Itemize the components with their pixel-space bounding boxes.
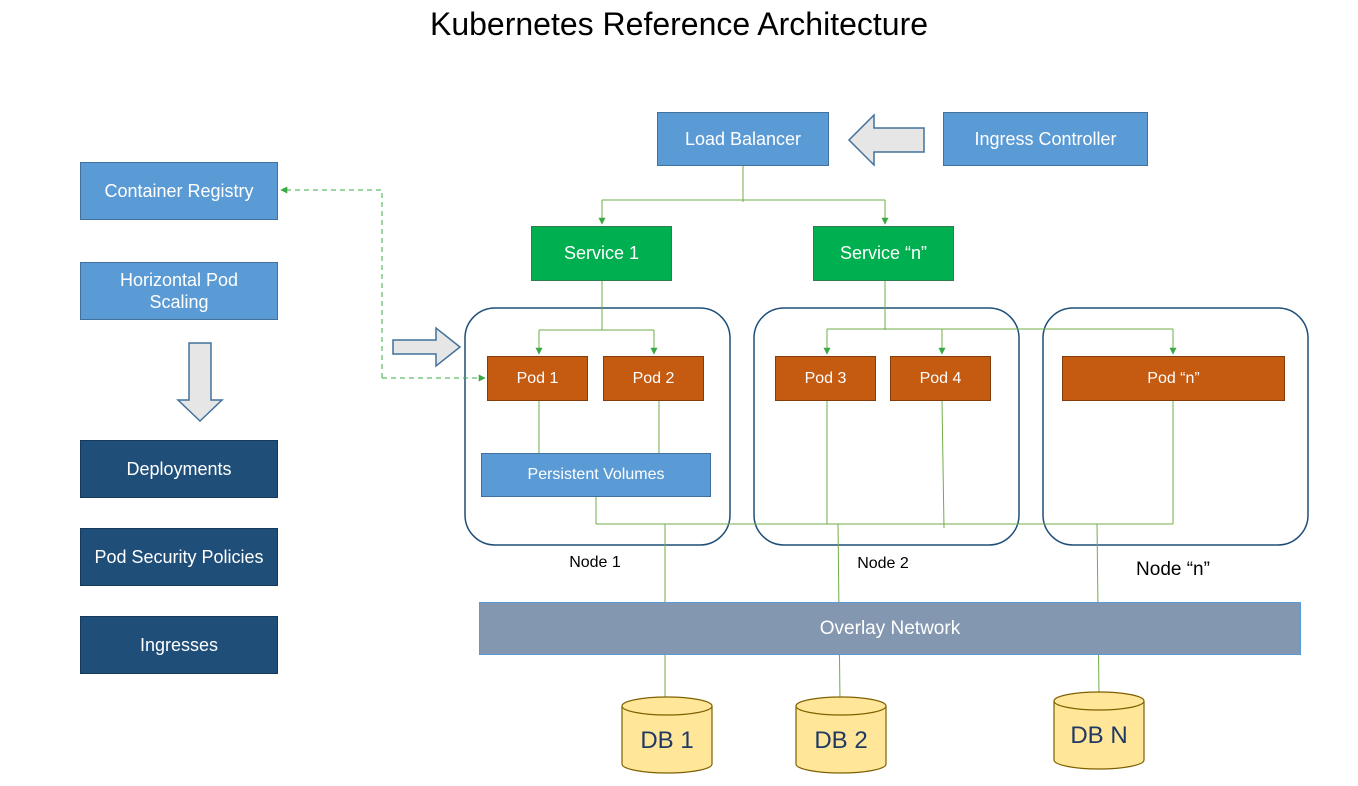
load-balancer-box: Load Balancer: [657, 112, 829, 166]
service-n-to-pods-connector: [823, 281, 1177, 355]
left-arrow-icon: [847, 113, 925, 167]
horizontal-pod-scaling-box: Horizontal Pod Scaling: [80, 262, 278, 320]
pod-n-label: Pod “n”: [1147, 369, 1200, 387]
down-arrow-icon: [176, 342, 224, 423]
node-2-label: Node 2: [857, 555, 909, 572]
persistent-volumes-label: Persistent Volumes: [527, 466, 665, 483]
registry-to-pod-dashed-connector: [280, 186, 486, 382]
pod-1-label: Pod 1: [516, 369, 559, 387]
pod-1-box: Pod 1: [487, 356, 588, 401]
node-1-label: Node 1: [569, 554, 621, 571]
pod-4-box: Pod 4: [890, 356, 991, 401]
container-registry-box: Container Registry: [80, 162, 278, 220]
pod-2-box: Pod 2: [603, 356, 704, 401]
ingresses-label: Ingresses: [139, 634, 219, 655]
pods-to-storage-connector: [538, 400, 1174, 529]
db-1-label: DB 1: [640, 727, 694, 754]
horizontal-pod-scaling-label-line2: Scaling: [149, 292, 209, 312]
pod-4-label: Pod 4: [919, 369, 962, 387]
node-n-label: Node “n”: [1136, 559, 1210, 580]
pod-n-box: Pod “n”: [1062, 356, 1285, 401]
service-1-to-pods-connector: [535, 281, 658, 355]
pod-2-label: Pod 2: [632, 369, 675, 387]
service-1-label: Service 1: [563, 243, 640, 264]
overlay-network-bar: Overlay Network: [479, 602, 1301, 655]
diagram-title: Kubernetes Reference Architecture: [429, 6, 929, 42]
db-2-cylinder: [795, 696, 887, 774]
db-1-cylinder: [621, 696, 713, 774]
ingress-controller-box: Ingress Controller: [943, 112, 1148, 166]
ingresses-box: Ingresses: [80, 616, 278, 674]
service-n-box: Service “n”: [813, 226, 954, 281]
db-2-label: DB 2: [814, 727, 868, 754]
node-n-container: [1042, 307, 1309, 546]
pod-3-label: Pod 3: [804, 369, 847, 387]
deployments-label: Deployments: [126, 458, 232, 479]
overlay-network-label: Overlay Network: [819, 617, 961, 639]
node-1-container: [464, 307, 731, 546]
right-arrow-icon: [392, 326, 462, 368]
load-balancer-to-services-connector: [598, 166, 889, 225]
db-n-cylinder: [1053, 691, 1145, 770]
persistent-volumes-box: Persistent Volumes: [481, 453, 711, 497]
deployments-box: Deployments: [80, 440, 278, 498]
container-registry-label: Container Registry: [104, 180, 254, 201]
service-n-label: Service “n”: [839, 243, 928, 264]
pod-3-box: Pod 3: [775, 356, 876, 401]
load-balancer-label: Load Balancer: [684, 128, 802, 149]
pod-security-policies-box: Pod Security Policies: [80, 528, 278, 586]
service-1-box: Service 1: [531, 226, 672, 281]
node-2-container: [753, 307, 1020, 546]
ingress-controller-label: Ingress Controller: [974, 128, 1117, 149]
horizontal-pod-scaling-label-line1: Horizontal Pod: [119, 269, 239, 290]
pod-security-policies-label: Pod Security Policies: [94, 546, 264, 567]
db-n-label: DB N: [1070, 722, 1128, 749]
